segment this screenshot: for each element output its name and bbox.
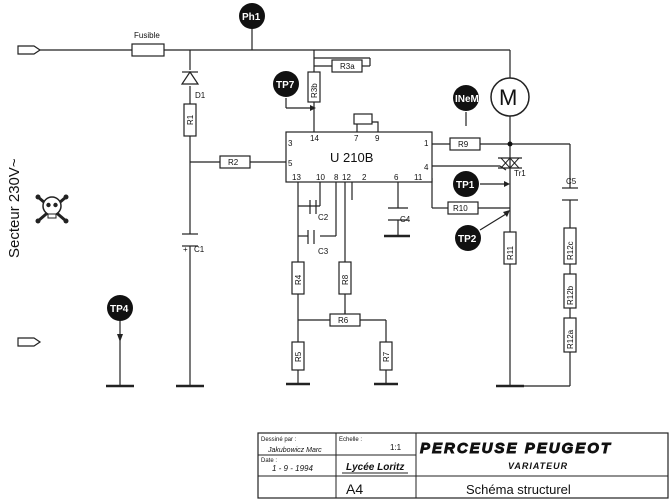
test-point-tp7: TP7 [273, 71, 316, 111]
capacitor-c3: C3 [307, 230, 329, 256]
capacitor-c2: C2 [309, 200, 329, 222]
resistor-r8 [338, 261, 352, 295]
triac-tr1: Tr1 [498, 157, 526, 178]
diode-d1: D1 [180, 70, 206, 100]
fuse-label: Fusible [134, 31, 160, 40]
c3-label: C3 [318, 247, 329, 256]
resistor-r3a [331, 59, 363, 73]
ic-notch [353, 113, 373, 125]
resistor-r12a [563, 317, 577, 353]
tr1-label: Tr1 [514, 169, 526, 178]
pin-8: 8 [334, 173, 339, 182]
scale-label: Echelle : [339, 437, 362, 443]
drawing-subtitle: VARIATEUR [508, 461, 568, 471]
resistor-r11 [503, 231, 517, 265]
c1-label: C1 [194, 245, 205, 254]
test-point-tp1: TP1 [453, 171, 510, 197]
r12a-label: R12a [566, 329, 575, 349]
r7-label: R7 [382, 351, 391, 362]
ic-name: U 210B [330, 150, 373, 165]
ph1-label: Ph1 [242, 12, 261, 23]
date-value: 1 - 9 - 1994 [272, 464, 313, 473]
resistor-r4 [291, 261, 305, 295]
resistor-r7 [379, 341, 393, 371]
title-block: Dessiné par : Jakubowicz Marc Date : 1 -… [257, 432, 669, 499]
pin-12: 12 [342, 173, 351, 182]
drawing-name: Schéma structurel [466, 482, 571, 497]
r9-label: R9 [458, 140, 469, 149]
r3b-label: R3b [310, 83, 319, 98]
pin-9: 9 [375, 134, 380, 143]
capacitor-c4: C4 [388, 207, 411, 224]
r2-label: R2 [228, 158, 239, 167]
resistor-r2 [219, 155, 251, 169]
tp2-label: TP2 [458, 234, 477, 245]
r11-label: R11 [506, 245, 515, 260]
supply-phase-arrow [17, 45, 42, 55]
scale-value: 1:1 [390, 443, 402, 452]
test-point-inem: INeM [453, 85, 479, 126]
test-point-tp4: TP4 [107, 295, 133, 342]
pin-10: 10 [316, 173, 325, 182]
tp7-label: TP7 [276, 80, 295, 91]
r6-label: R6 [338, 316, 349, 325]
drawn-by-label: Dessiné par : [261, 437, 297, 443]
r3a-label: R3a [340, 62, 355, 71]
resistor-r12c [563, 227, 577, 265]
d1-label: D1 [195, 91, 206, 100]
c2-label: C2 [318, 213, 329, 222]
paper-format: A4 [346, 481, 363, 497]
supply-label: Secteur 230V~ [6, 158, 23, 258]
inem-label: INeM [455, 94, 479, 105]
date-label: Date : [261, 458, 277, 464]
tp1-label: TP1 [456, 180, 475, 191]
supply-neutral-arrow [17, 337, 42, 347]
r12b-label: R12b [566, 285, 575, 305]
school-logo: Lycée Loritz [346, 462, 404, 473]
drawn-by-value: Jakubowicz Marc [267, 447, 322, 454]
pin-14: 14 [310, 134, 319, 143]
r1-label: R1 [186, 114, 195, 125]
pin-5: 5 [288, 159, 293, 168]
pin-11: 11 [414, 173, 423, 182]
test-point-ph1: Ph1 [239, 3, 265, 50]
pin-2: 2 [362, 173, 367, 182]
ground-symbols [106, 234, 524, 388]
capacitor-c1: + C1 [182, 233, 205, 254]
c5-label: C5 [566, 177, 577, 186]
resistor-r5 [291, 341, 305, 371]
pin-13: 13 [292, 173, 301, 182]
r4-label: R4 [294, 274, 303, 285]
r10-label: R10 [453, 204, 468, 213]
drawing-title: PERCEUSE PEUGEOT [420, 440, 612, 457]
motor-label: M [499, 85, 517, 110]
fuse [131, 43, 165, 57]
pin-3: 3 [288, 139, 293, 148]
test-point-tp2: TP2 [455, 210, 510, 251]
capacitor-c5: C5 [562, 177, 578, 201]
supply-input: Secteur 230V~ [6, 45, 69, 347]
r12c-label: R12c [566, 241, 575, 260]
pin-7: 7 [354, 134, 359, 143]
tp4-label: TP4 [110, 304, 129, 315]
resistor-r10 [447, 201, 479, 215]
pin-4: 4 [424, 163, 429, 172]
r8-label: R8 [341, 274, 350, 285]
resistor-r9 [449, 137, 481, 151]
pin-1: 1 [424, 139, 429, 148]
skull-crossbones-icon [35, 194, 69, 224]
resistor-r1 [183, 103, 197, 137]
potentiometer-r6: R6 [329, 310, 361, 327]
motor: M [490, 77, 530, 147]
r5-label: R5 [294, 351, 303, 362]
resistor-r12b [563, 273, 577, 309]
pin-6: 6 [394, 173, 399, 182]
c4-label: C4 [400, 215, 411, 224]
c1-plus: + [183, 245, 188, 254]
resistor-r3b [307, 71, 321, 103]
ic-u210b: U 210B 14 7 9 3 5 1 4 13 10 8 12 2 6 11 [285, 113, 433, 183]
